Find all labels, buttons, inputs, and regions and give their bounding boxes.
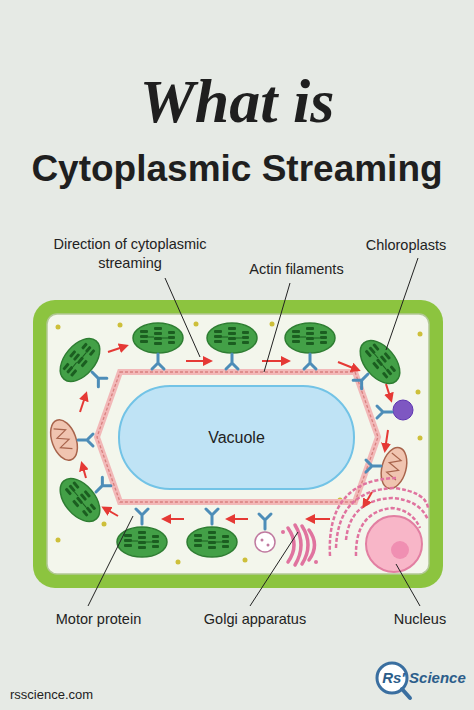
diagram-title: What is Cytoplasmic Streaming	[12, 60, 462, 194]
actin-filaments	[97, 372, 378, 502]
node-label: Vacuole	[208, 429, 265, 447]
streaming-arrows	[80, 346, 391, 519]
callout-label: Chloroplasts	[356, 236, 456, 255]
logo-text: Rs' Science	[374, 668, 474, 688]
cell-wall	[33, 300, 443, 588]
cytoplasm-granules	[56, 322, 423, 565]
chloroplasts	[52, 323, 407, 557]
callout-label: Nucleus	[378, 610, 462, 629]
callout-label: Motor protein	[36, 610, 161, 629]
callout-label: Actin filaments	[234, 260, 359, 279]
callout-label: Golgi apparatus	[180, 610, 330, 629]
website-text: rsscience.com	[10, 687, 150, 704]
motor-proteins	[78, 354, 392, 529]
nucleus	[366, 516, 422, 572]
vacuole-shape: Vacuole	[118, 385, 355, 490]
callout-label: Direction of cytoplasmic streaming	[46, 235, 214, 273]
golgi-apparatus	[281, 525, 318, 565]
leader-lines	[88, 258, 420, 606]
